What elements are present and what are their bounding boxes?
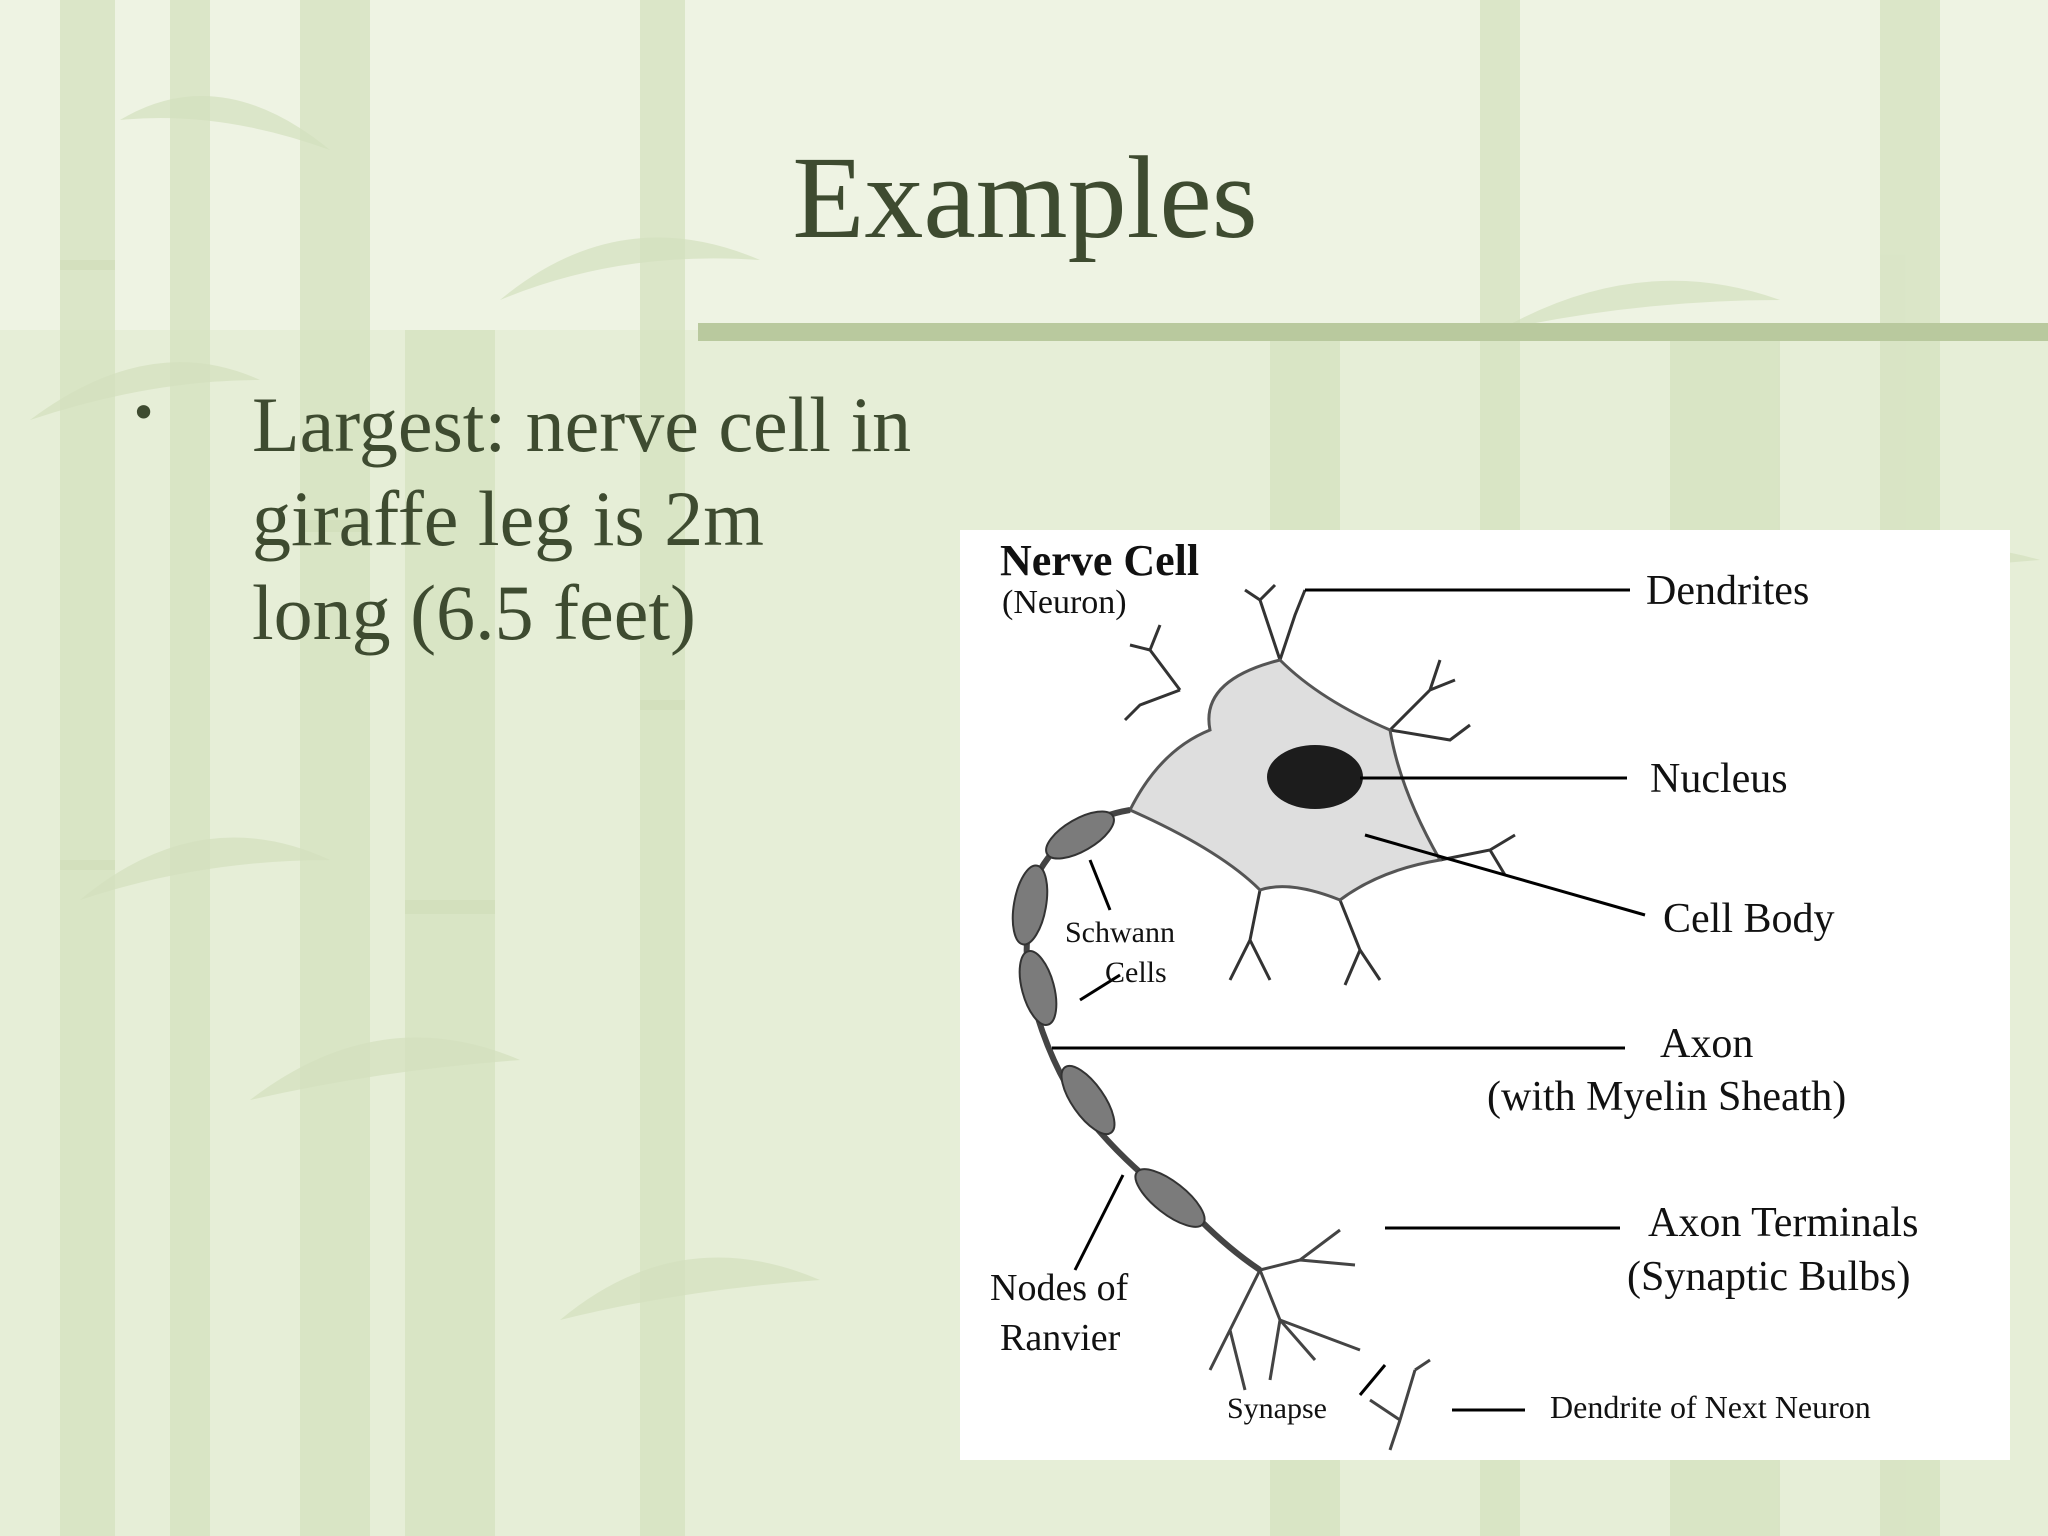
nucleus xyxy=(1267,745,1363,809)
label-leader-lines xyxy=(1052,588,1646,1412)
label-dendrites: Dendrites xyxy=(1646,568,1809,614)
label-nodes-of-ranvier-1: Nodes of xyxy=(990,1267,1129,1309)
label-axon-2: (with Myelin Sheath) xyxy=(1487,1074,1846,1120)
label-axon-1: Axon xyxy=(1660,1021,1753,1067)
bullet-dot: • xyxy=(130,386,158,440)
slide-title: Examples xyxy=(792,132,1258,263)
title-rule xyxy=(698,323,2048,341)
diagram-subtitle: (Neuron) xyxy=(1002,584,1127,621)
label-axon-terminals-2: (Synaptic Bulbs) xyxy=(1627,1254,1910,1300)
label-nucleus: Nucleus xyxy=(1650,756,1788,802)
dendrites-drawing xyxy=(1123,583,1516,986)
label-schwann-cells-2: Cells xyxy=(1105,956,1167,989)
next-dendrite-drawing xyxy=(1369,1358,1431,1451)
diagram-title: Nerve Cell xyxy=(1000,536,1199,585)
nerve-cell-diagram: Nerve Cell (Neuron) xyxy=(960,530,2010,1460)
axon-drawing xyxy=(1023,807,1262,1273)
label-synapse: Synapse xyxy=(1227,1392,1327,1425)
label-dendrite-next-neuron: Dendrite of Next Neuron xyxy=(1550,1389,1871,1425)
myelin-sheath xyxy=(1011,810,1206,1228)
bullet-item: Largest: nerve cell in giraffe leg is 2m… xyxy=(252,381,912,656)
label-cell-body: Cell Body xyxy=(1663,896,1835,942)
label-nodes-of-ranvier-2: Ranvier xyxy=(1000,1317,1121,1359)
label-axon-terminals-1: Axon Terminals xyxy=(1648,1200,1918,1246)
label-schwann-cells-1: Schwann xyxy=(1065,916,1175,949)
axon-terminals-drawing xyxy=(1208,1228,1361,1391)
